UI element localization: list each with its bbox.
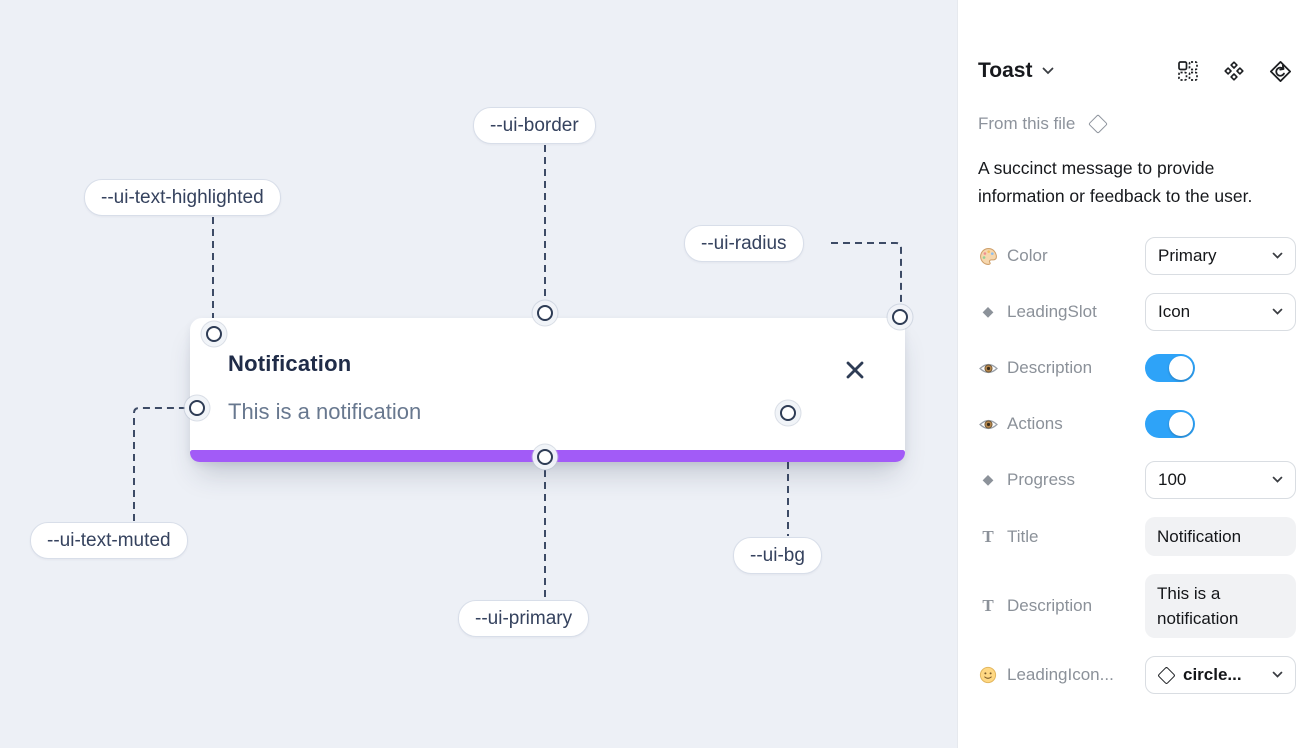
icon-swatch-diamond: [1157, 665, 1176, 685]
callout-ui-text-muted[interactable]: --ui-text-muted: [30, 522, 188, 559]
property-row-leadingicon: LeadingIcon... circle...: [978, 656, 1296, 694]
chevron-down-icon: [1043, 67, 1054, 75]
close-icon[interactable]: [843, 358, 867, 382]
component-icon[interactable]: [1222, 59, 1246, 83]
chevron-down-icon: [1272, 308, 1283, 315]
eye-icon: [978, 361, 998, 376]
chevron-down-icon: [1272, 476, 1283, 483]
property-row-color: Color Primary: [978, 237, 1296, 275]
leadingicon-dropdown[interactable]: circle...: [1145, 656, 1296, 694]
palette-icon: [978, 247, 998, 266]
property-row-actions-toggle: Actions: [978, 405, 1296, 443]
toggle-knob: [1169, 412, 1193, 436]
properties-panel: Toast: [957, 0, 1312, 748]
diamond-icon: ◆: [982, 304, 994, 320]
property-list: Color Primary ◆ LeadingSlot Icon: [978, 237, 1296, 694]
progress-dropdown[interactable]: 100: [1145, 461, 1296, 499]
property-label: Title: [1007, 526, 1039, 546]
anchor-dot-ui-bg: [780, 405, 796, 421]
chevron-down-icon: [1272, 671, 1283, 678]
description-text-field[interactable]: This is a notification: [1145, 574, 1296, 638]
component-description: A succinct message to provide informatio…: [978, 158, 1253, 206]
component-title: Toast: [978, 59, 1033, 82]
anchor-dot-ui-text-highlighted: [206, 326, 222, 342]
property-row-leadingslot: ◆ LeadingSlot Icon: [978, 293, 1296, 331]
design-canvas[interactable]: Notification This is a notification --ui…: [0, 0, 957, 748]
text-icon: T: [982, 526, 994, 546]
panel-header: Toast: [978, 56, 1296, 86]
toggle-knob: [1169, 356, 1193, 380]
toast-component-preview[interactable]: Notification This is a notification: [190, 318, 905, 462]
description-toggle[interactable]: [1145, 354, 1195, 382]
toast-title: Notification: [228, 351, 352, 376]
property-label: Actions: [1007, 414, 1063, 433]
source-row: From this file: [978, 110, 1296, 138]
callout-ui-bg[interactable]: --ui-bg: [733, 537, 822, 574]
callout-line-ui-text-muted: [133, 407, 185, 521]
color-dropdown[interactable]: Primary: [1145, 237, 1296, 275]
property-row-title: T Title Notification: [978, 517, 1296, 556]
leadingslot-dropdown[interactable]: Icon: [1145, 293, 1296, 331]
component-grid-icon[interactable]: [1176, 59, 1200, 83]
callout-ui-primary[interactable]: --ui-primary: [458, 600, 590, 637]
diamond-icon: ◆: [982, 472, 994, 488]
property-row-progress: ◆ Progress 100: [978, 461, 1296, 499]
anchor-dot-ui-primary: [537, 449, 553, 465]
callout-ui-radius[interactable]: --ui-radius: [684, 225, 804, 262]
callout-ui-text-highlighted[interactable]: --ui-text-highlighted: [84, 179, 281, 216]
property-label: Description: [1007, 596, 1093, 615]
callout-ui-border[interactable]: --ui-border: [473, 107, 596, 144]
anchor-dot-ui-border: [537, 305, 553, 321]
anchor-dot-ui-text-muted: [189, 400, 205, 416]
property-label: Description: [1007, 358, 1093, 377]
callout-line-ui-radius: [831, 242, 902, 306]
toast-description: This is a notification: [228, 399, 422, 424]
component-diamond-icon: [1088, 114, 1109, 134]
property-row-description-text: T Description This is a notification: [978, 574, 1296, 638]
actions-toggle[interactable]: [1145, 410, 1195, 438]
chevron-down-icon: [1272, 252, 1283, 259]
property-label: LeadingSlot: [1007, 302, 1097, 321]
property-label: Color: [1007, 246, 1048, 265]
title-text-field[interactable]: Notification: [1145, 517, 1296, 556]
property-label: Progress: [1007, 470, 1076, 489]
source-label: From this file: [978, 114, 1076, 133]
property-label: LeadingIcon...: [1007, 665, 1114, 684]
text-icon: T: [982, 596, 994, 615]
property-row-description-toggle: Description: [978, 349, 1296, 387]
reset-component-icon[interactable]: [1268, 59, 1292, 83]
component-title-dropdown[interactable]: Toast: [978, 59, 1054, 83]
anchor-dot-ui-radius: [892, 309, 908, 325]
smiley-icon: [978, 666, 998, 684]
eye-icon: [978, 417, 998, 432]
